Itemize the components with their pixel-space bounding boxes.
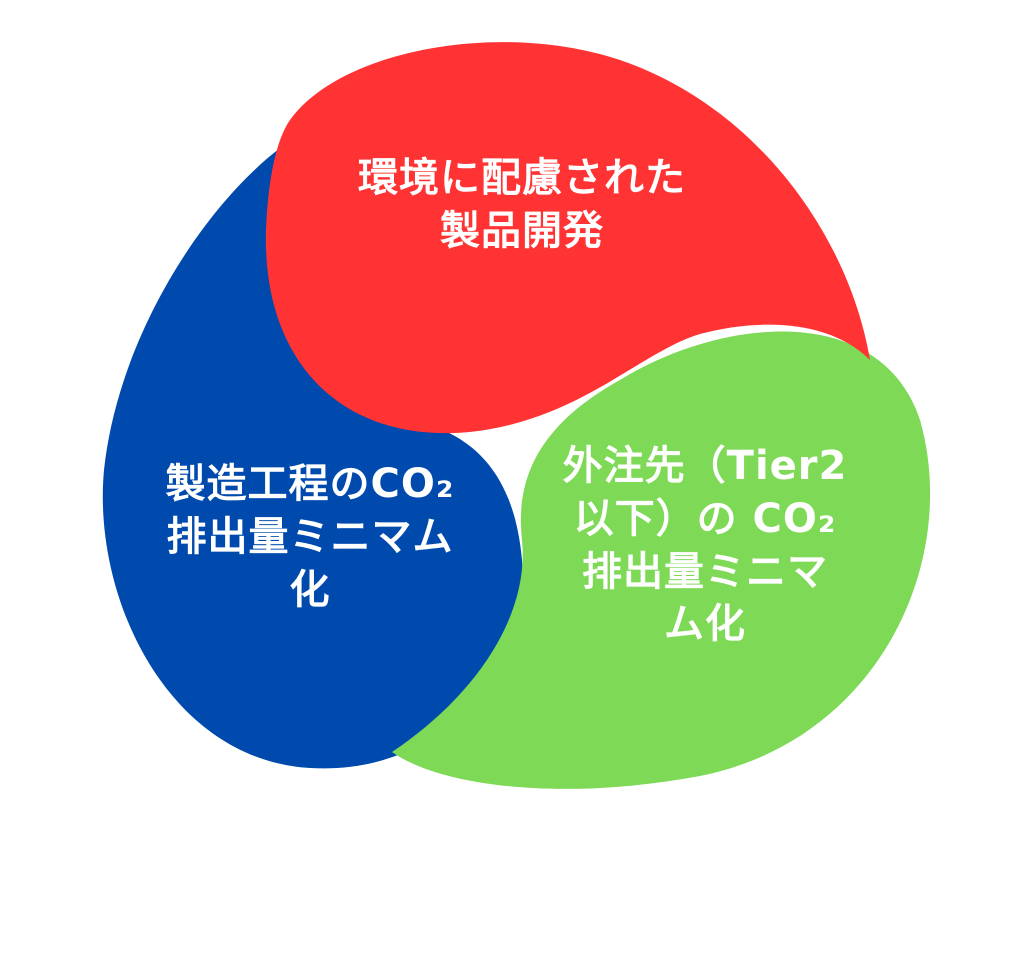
green-label-line-4: ム化 [664, 601, 746, 648]
green-label-line-1: 外注先（Tier2 [562, 443, 848, 489]
green-blob [392, 331, 931, 789]
red-blob-label: 環境に配慮された 製品開発 [312, 152, 732, 258]
blue-blob [102, 148, 523, 769]
blue-label-line-1: 製造工程のCO₂ [165, 461, 455, 507]
blue-blob-label: 製造工程のCO₂ 排出量ミニマム 化 [120, 458, 500, 616]
blue-label-line-2: 排出量ミニマム [166, 513, 454, 560]
green-label-line-3: 排出量ミニマ [582, 548, 828, 595]
red-blob [265, 42, 870, 434]
red-label-line-2: 製品開発 [440, 207, 604, 254]
blue-label-line-3: 化 [289, 566, 331, 613]
green-blob-label: 外注先（Tier2 以下）の CO₂ 排出量ミニマ ム化 [520, 440, 890, 651]
red-label-line-1: 環境に配慮された [358, 155, 686, 201]
green-label-line-2: 以下）の CO₂ [573, 495, 837, 542]
